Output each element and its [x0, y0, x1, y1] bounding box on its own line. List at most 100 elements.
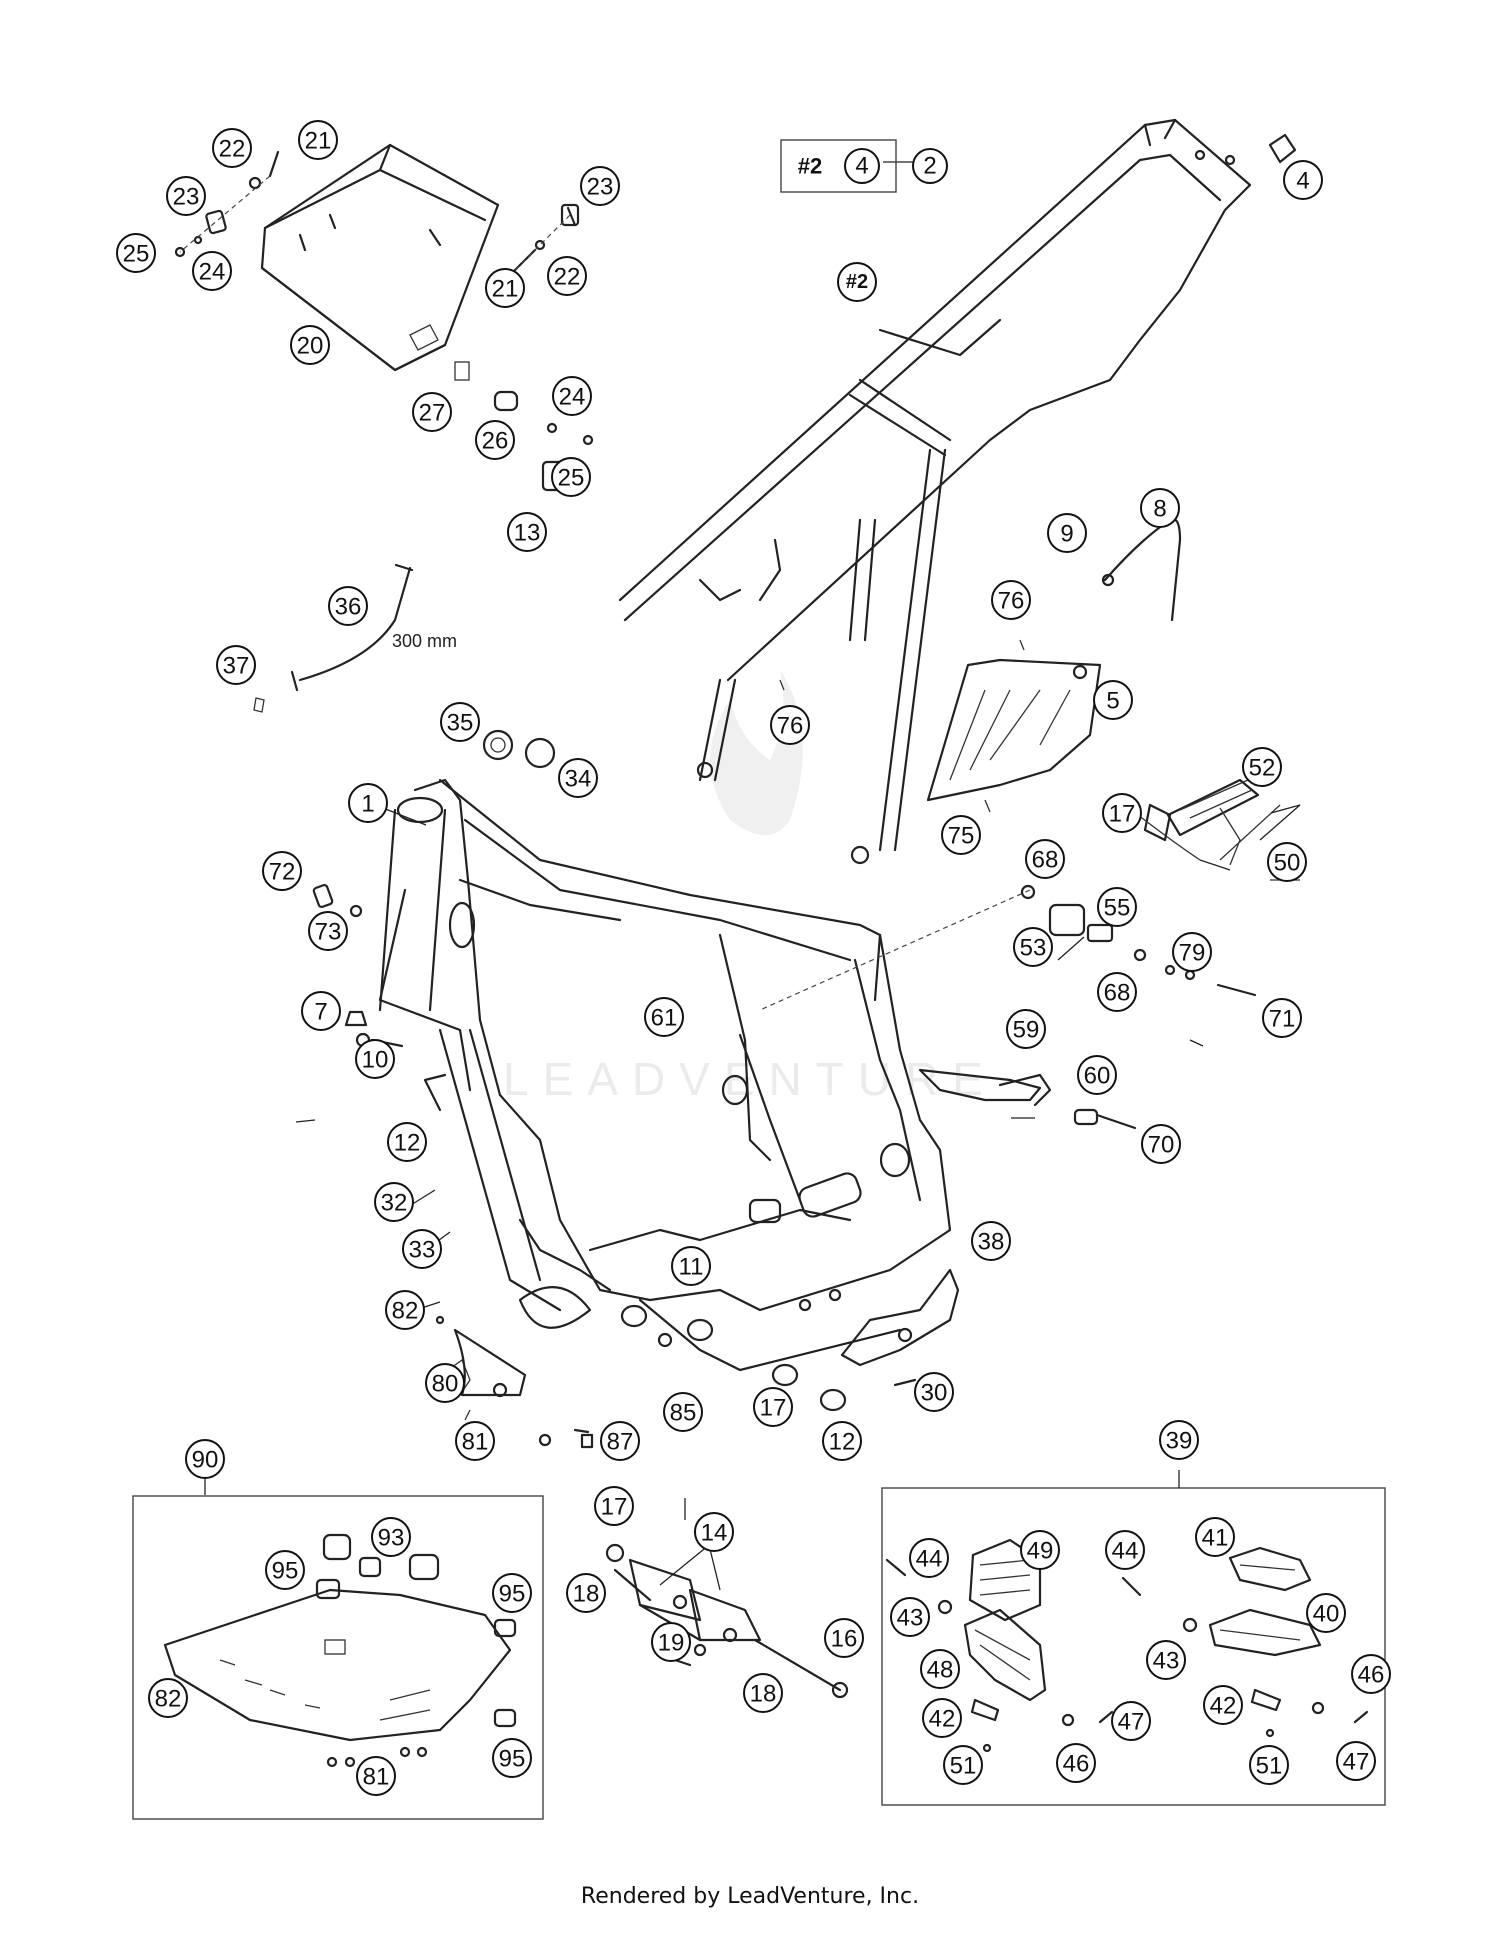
callout-number: 90: [192, 1447, 219, 1474]
callout-number: 50: [1274, 850, 1301, 877]
callout-90: 90: [185, 1439, 225, 1479]
callout-number: 32: [381, 1190, 408, 1217]
footrest-group-box: [881, 1487, 1386, 1806]
skid-guard-part-20: [260, 143, 500, 372]
callout-number: 43: [897, 1605, 924, 1632]
callout-number: 36: [335, 594, 362, 621]
callout-82: 82: [148, 1678, 188, 1718]
callout-number: 95: [272, 1558, 299, 1585]
callout-number: 68: [1104, 980, 1131, 1007]
callout-number: 42: [929, 1706, 956, 1733]
callout-number: 76: [777, 713, 804, 740]
hose-part-36: 300 mm: [253, 563, 457, 713]
callout-number: 5: [1106, 688, 1119, 715]
callout-87: 87: [600, 1421, 640, 1461]
callout-42: 42: [1203, 1685, 1243, 1725]
callout-43: 43: [890, 1597, 930, 1637]
callout-number: 87: [607, 1429, 634, 1456]
callout-24: 24: [552, 376, 592, 416]
callout-number: 23: [173, 184, 200, 211]
callout-number: 12: [394, 1130, 421, 1157]
callout-35: 35: [440, 702, 480, 742]
leader-lines: [204, 161, 1301, 1591]
callout-25: 25: [116, 233, 156, 273]
ref-box-callout: 2: [923, 153, 936, 180]
callout-73: 73: [308, 911, 348, 951]
callout-18: 18: [566, 1573, 606, 1613]
callout-number: 8: [1153, 496, 1166, 523]
callout-number: 19: [658, 1630, 685, 1657]
callout-number: 38: [978, 1229, 1005, 1256]
callout-47: 47: [1111, 1701, 1151, 1741]
callout-number: 44: [916, 1546, 943, 1573]
callout-number: 52: [1249, 755, 1276, 782]
callout-12: 12: [822, 1421, 862, 1461]
callout-number: 16: [831, 1626, 858, 1653]
callout-34: 34: [558, 758, 598, 798]
callout-number: 39: [1166, 1428, 1193, 1455]
callout-number: 81: [363, 1764, 390, 1791]
watermark: LEADVENTURE: [503, 670, 983, 1105]
callout-18: 18: [743, 1673, 783, 1713]
footrest-bracket-part-5: [779, 639, 1102, 813]
hose-length-label: 300 mm: [392, 631, 457, 651]
callout-number: 95: [499, 1746, 526, 1773]
callout-14: 14: [694, 1512, 734, 1552]
callout-36: 36: [328, 586, 368, 626]
reference-box: #2 4 2: [780, 139, 948, 193]
callout-number: 24: [559, 384, 586, 411]
bearing-parts-35-34: [482, 729, 556, 769]
callout-number: 21: [492, 276, 519, 303]
callout-number: 48: [927, 1657, 954, 1684]
footer-credit: Rendered by LeadVenture, Inc.: [580, 1884, 920, 1909]
callout-number: 44: [1112, 1538, 1139, 1565]
callout-40: 40: [1306, 1593, 1346, 1633]
callout-33: 33: [402, 1229, 442, 1269]
skid-plate-assembly: [154, 1533, 517, 1768]
callout-number: 9: [1060, 521, 1073, 548]
callout-81: 81: [455, 1421, 495, 1461]
cable-bracket-part-8: [1070, 518, 1182, 622]
callout-75: 75: [941, 815, 981, 855]
callout-number: 20: [297, 333, 324, 360]
callout-52: 52: [1242, 747, 1282, 787]
callout-number: 75: [948, 823, 975, 850]
callout-49: 49: [1020, 1530, 1060, 1570]
callout-number: 13: [514, 520, 541, 547]
bolt-group-upper-left: [174, 150, 594, 492]
callout-50: 50: [1267, 842, 1307, 882]
callout-44: 44: [909, 1538, 949, 1578]
callout-60: 60: [1077, 1055, 1117, 1095]
callout-number: 81: [462, 1429, 489, 1456]
callout-number: 49: [1027, 1538, 1054, 1565]
kickstand-assembly: [605, 1543, 849, 1699]
callout-26: 26: [475, 420, 515, 460]
callout-number: 21: [305, 128, 332, 155]
callout-number: 46: [1358, 1662, 1385, 1689]
callout-number: 51: [1256, 1753, 1283, 1780]
footrest-assembly: [885, 1538, 1369, 1753]
callout-number: 10: [362, 1047, 389, 1074]
callout-70: 70: [1141, 1124, 1181, 1164]
callout-number: 33: [409, 1237, 436, 1264]
callout-number: 72: [269, 859, 296, 886]
callout-16: 16: [824, 1618, 864, 1658]
callout-82: 82: [385, 1290, 425, 1330]
callout-number: 61: [651, 1005, 678, 1032]
callout-number: 76: [998, 588, 1025, 615]
callout-20: 20: [290, 325, 330, 365]
callout-5: 5: [1093, 680, 1133, 720]
callout-number: 71: [1269, 1006, 1296, 1033]
rear-subframe: [618, 118, 1297, 865]
callout-number: 37: [223, 653, 250, 680]
callout-32: 32: [374, 1182, 414, 1222]
callout-number: 70: [1148, 1132, 1175, 1159]
callout-17: 17: [753, 1387, 793, 1427]
callout-44: 44: [1105, 1530, 1145, 1570]
callout-21: 21: [298, 120, 338, 160]
callout-53: 53: [1013, 927, 1053, 967]
callout-number: 85: [670, 1400, 697, 1427]
callout-number: 25: [123, 241, 150, 268]
